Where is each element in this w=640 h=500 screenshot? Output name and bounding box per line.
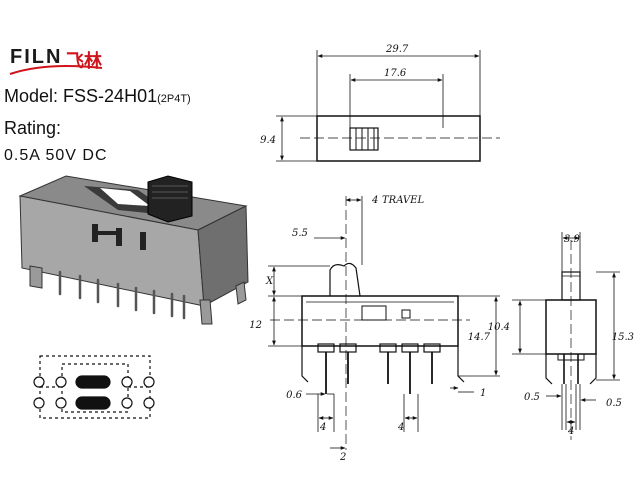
dim-body-height: 12 xyxy=(249,320,262,331)
front-view xyxy=(268,196,500,450)
switch-schematic xyxy=(33,355,155,419)
dim-total-height: 14.7 xyxy=(468,332,491,343)
dim-height: 9.4 xyxy=(260,135,276,146)
dim-side-body-height: 10.4 xyxy=(488,322,510,333)
front-terminals xyxy=(317,343,441,353)
dim-side-pin-right: 0.5 xyxy=(606,398,622,409)
dim-pin-offset: 2 xyxy=(339,452,346,463)
dim-top-width: 29.7 xyxy=(385,44,409,55)
dim-side-total-height: 15.3 xyxy=(612,332,634,343)
switch-pins xyxy=(58,270,186,320)
brand-latin: FILN xyxy=(10,46,63,68)
dim-pin-width: 0.6 xyxy=(286,390,303,401)
dim-pin-thickness: 1 xyxy=(480,388,486,399)
dim-actuator-offset: 5.5 xyxy=(292,228,308,239)
dim-pin-spacing-left: 4 xyxy=(319,422,326,433)
schematic-contacts xyxy=(33,376,155,409)
top-view xyxy=(276,50,500,162)
dim-side-pin-left: 0.5 xyxy=(524,392,540,403)
dim-travel-label: TRAVEL xyxy=(382,195,424,206)
switch-3d-illustration xyxy=(18,175,249,325)
rating-value: 0.5A 50V DC xyxy=(4,147,108,164)
rating-label: Rating: xyxy=(4,118,62,138)
model-number: FSS-24H01 xyxy=(63,86,158,106)
dim-travel-value: 4 xyxy=(371,195,378,206)
model-line: Model: FSS-24H01(2P4T) xyxy=(4,86,191,107)
front-marking xyxy=(92,224,146,250)
dim-pin-spacing-right: 4 xyxy=(397,422,404,433)
dim-side-pin-spacing: 4 xyxy=(567,426,574,437)
dim-slot-width: 17.6 xyxy=(384,68,407,79)
side-view xyxy=(512,232,620,440)
dim-side-actuator-width: 3.9 xyxy=(564,234,581,245)
brand-logo: FILN 飞林 xyxy=(6,40,106,76)
dim-x-label: X xyxy=(265,276,274,287)
brand-swoosh xyxy=(9,65,103,75)
model-config: (2P4T) xyxy=(157,93,191,105)
model-label: Model: xyxy=(4,86,59,106)
